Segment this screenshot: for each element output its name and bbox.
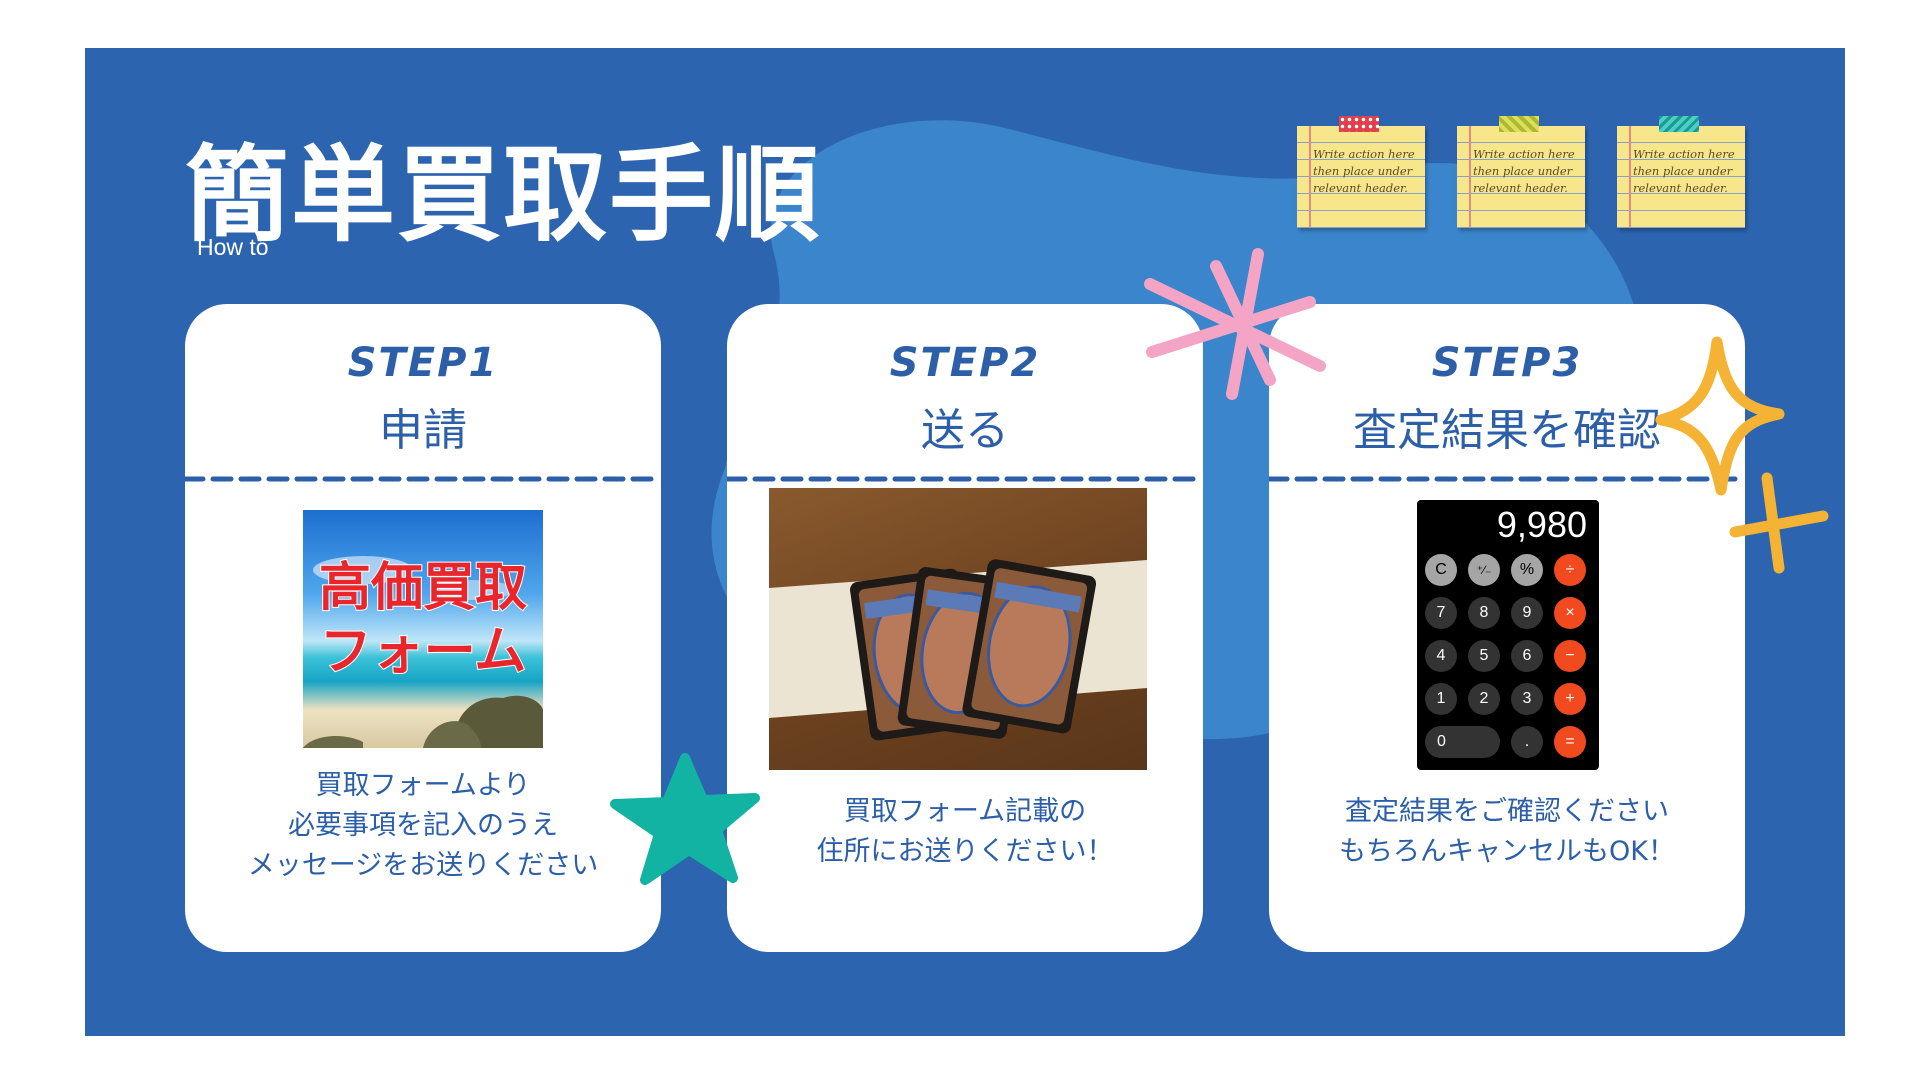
step-card-1: STEP1 申請 高価買取 フォーム 買取フォームより 必要事項を記入のうえ メ… xyxy=(185,304,661,952)
step-title: 送る xyxy=(921,405,1009,456)
washi-tape-yellow xyxy=(1499,116,1539,132)
calc-key-8: 8 xyxy=(1468,597,1500,629)
step-description: 査定結果をご確認ください もちろんキャンセルもOK！ xyxy=(1339,796,1675,867)
calc-key-3: 3 xyxy=(1511,683,1543,715)
calculator-screenshot: 9,980 C ⁺∕₋ % ÷ 7 8 9 × 4 5 6 − 1 2 3 + … xyxy=(1417,500,1599,770)
calc-key-7: 7 xyxy=(1425,597,1457,629)
step-card-2: STEP2 送る xyxy=(727,304,1203,952)
step-description: 買取フォーム記載の 住所にお送りください！ xyxy=(816,796,1114,867)
teal-star-icon xyxy=(610,753,760,885)
banner-text-line-1: 高価買取 xyxy=(318,557,528,619)
step-label: STEP2 xyxy=(889,340,1041,386)
calc-key-4: 4 xyxy=(1425,640,1457,672)
yellow-sparkle-icon xyxy=(1655,336,1829,574)
calculator-display: 9,980 xyxy=(1496,504,1587,545)
sticky-note-text: Write action here then place under relev… xyxy=(1473,147,1575,195)
calc-key-plus: + xyxy=(1554,683,1586,715)
calc-key-9: 9 xyxy=(1511,597,1543,629)
washi-tape-red xyxy=(1339,116,1379,132)
calc-key-multiply: × xyxy=(1554,597,1586,629)
page-title: 簡単買取手順 xyxy=(185,134,822,256)
buyback-form-banner-image: 高価買取 フォーム xyxy=(303,510,543,748)
dashed-divider xyxy=(185,476,661,482)
trading-cards-illustration xyxy=(769,559,1147,741)
sticky-note: Write action here then place under relev… xyxy=(1457,116,1585,228)
calc-key-0: 0 xyxy=(1425,726,1500,758)
banner-text-line-2: フォーム xyxy=(319,621,527,683)
calc-key-percent: % xyxy=(1511,554,1543,586)
sticky-note-text: Write action here then place under relev… xyxy=(1633,147,1735,195)
sticky-note-text: Write action here then place under relev… xyxy=(1313,147,1415,195)
step-title: 査定結果を確認 xyxy=(1353,405,1661,456)
step-title: 申請 xyxy=(379,405,467,456)
calc-key-equals: = xyxy=(1554,726,1586,758)
calc-key-clear: C xyxy=(1425,554,1457,586)
sticky-note: Write action here then place under relev… xyxy=(1617,116,1745,228)
step-label: STEP1 xyxy=(347,340,499,386)
page-subtitle: How to xyxy=(197,234,269,260)
calc-key-6: 6 xyxy=(1511,640,1543,672)
dashed-divider xyxy=(1269,476,1745,482)
calc-key-divide: ÷ xyxy=(1554,554,1586,586)
step-label: STEP3 xyxy=(1431,340,1583,386)
sticky-note: Write action here then place under relev… xyxy=(1297,116,1425,228)
calc-key-5: 5 xyxy=(1468,640,1500,672)
step-card-3: STEP3 査定結果を確認 9,980 C ⁺∕₋ % ÷ 7 8 9 × 4 … xyxy=(1269,304,1745,952)
calc-key-2: 2 xyxy=(1468,683,1500,715)
dashed-divider xyxy=(727,476,1203,482)
beach-rocks-illustration xyxy=(303,556,543,748)
trading-cards-photo xyxy=(769,488,1147,770)
pink-asterisk-icon xyxy=(1144,248,1326,400)
washi-tape-teal xyxy=(1659,116,1699,132)
step-description: 買取フォームより 必要事項を記入のうえ メッセージをお送りください xyxy=(247,770,599,881)
calc-key-sign: ⁺∕₋ xyxy=(1468,554,1500,586)
slide-background: 簡単買取手順 How to Write action here then pla… xyxy=(85,48,1845,1036)
calc-key-minus: − xyxy=(1554,640,1586,672)
calc-key-decimal: . xyxy=(1511,726,1543,758)
calc-key-1: 1 xyxy=(1425,683,1457,715)
